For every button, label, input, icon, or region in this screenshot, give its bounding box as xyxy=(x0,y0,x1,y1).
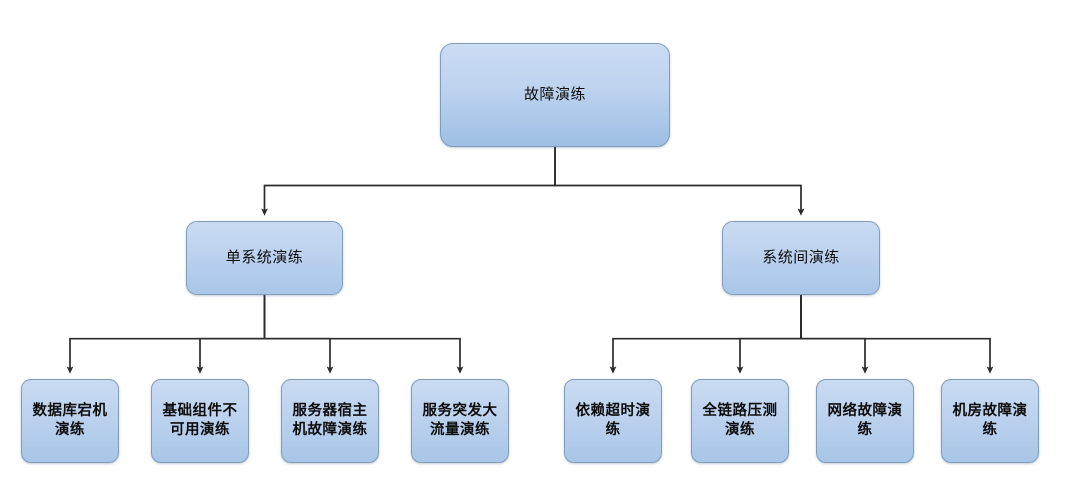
node-label: 依赖超时演练 xyxy=(575,402,651,438)
edge-l1b-to-l2b4 xyxy=(800,295,994,374)
node-l1a[interactable]: 单系统演练 xyxy=(186,221,343,295)
edge-l1b-to-l2b2 xyxy=(736,295,802,374)
node-label: 基础组件不可用演练 xyxy=(162,402,238,438)
edge-l1a-to-l2a1 xyxy=(66,295,266,374)
node-label: 服务突发大流量演练 xyxy=(422,402,498,438)
edge-l1a-to-l2a3 xyxy=(263,295,334,374)
node-label: 故障演练 xyxy=(523,85,586,104)
node-label: 单系统演练 xyxy=(225,248,304,267)
node-label: 数据库宕机演练 xyxy=(32,402,108,438)
node-l2b4[interactable]: 机房故障演练 xyxy=(941,379,1039,463)
edge-l1b-to-l2b3 xyxy=(800,295,869,374)
node-l2b1[interactable]: 依赖超时演练 xyxy=(564,379,662,463)
node-root[interactable]: 故障演练 xyxy=(440,43,670,147)
node-label: 系统间演练 xyxy=(762,248,840,267)
node-l2a4[interactable]: 服务突发大流量演练 xyxy=(411,379,509,463)
node-l2a1[interactable]: 数据库宕机演练 xyxy=(21,379,119,463)
node-l2b2[interactable]: 全链路压测演练 xyxy=(691,379,789,463)
node-l2a3[interactable]: 服务器宿主机故障演练 xyxy=(281,379,379,463)
node-l2b3[interactable]: 网络故障演练 xyxy=(816,379,914,463)
edge-root-to-l1b xyxy=(554,147,805,216)
node-l1b[interactable]: 系统间演练 xyxy=(722,221,880,295)
edge-l1a-to-l2a4 xyxy=(263,295,464,374)
node-l2a2[interactable]: 基础组件不可用演练 xyxy=(151,379,249,463)
node-label: 机房故障演练 xyxy=(952,402,1028,438)
node-label: 网络故障演练 xyxy=(827,402,903,438)
node-label: 全链路压测演练 xyxy=(702,402,778,438)
edge-root-to-l1a xyxy=(261,147,556,216)
edge-l1b-to-l2b1 xyxy=(609,295,802,374)
node-label: 服务器宿主机故障演练 xyxy=(292,402,368,438)
edge-l1a-to-l2a2 xyxy=(196,295,266,374)
